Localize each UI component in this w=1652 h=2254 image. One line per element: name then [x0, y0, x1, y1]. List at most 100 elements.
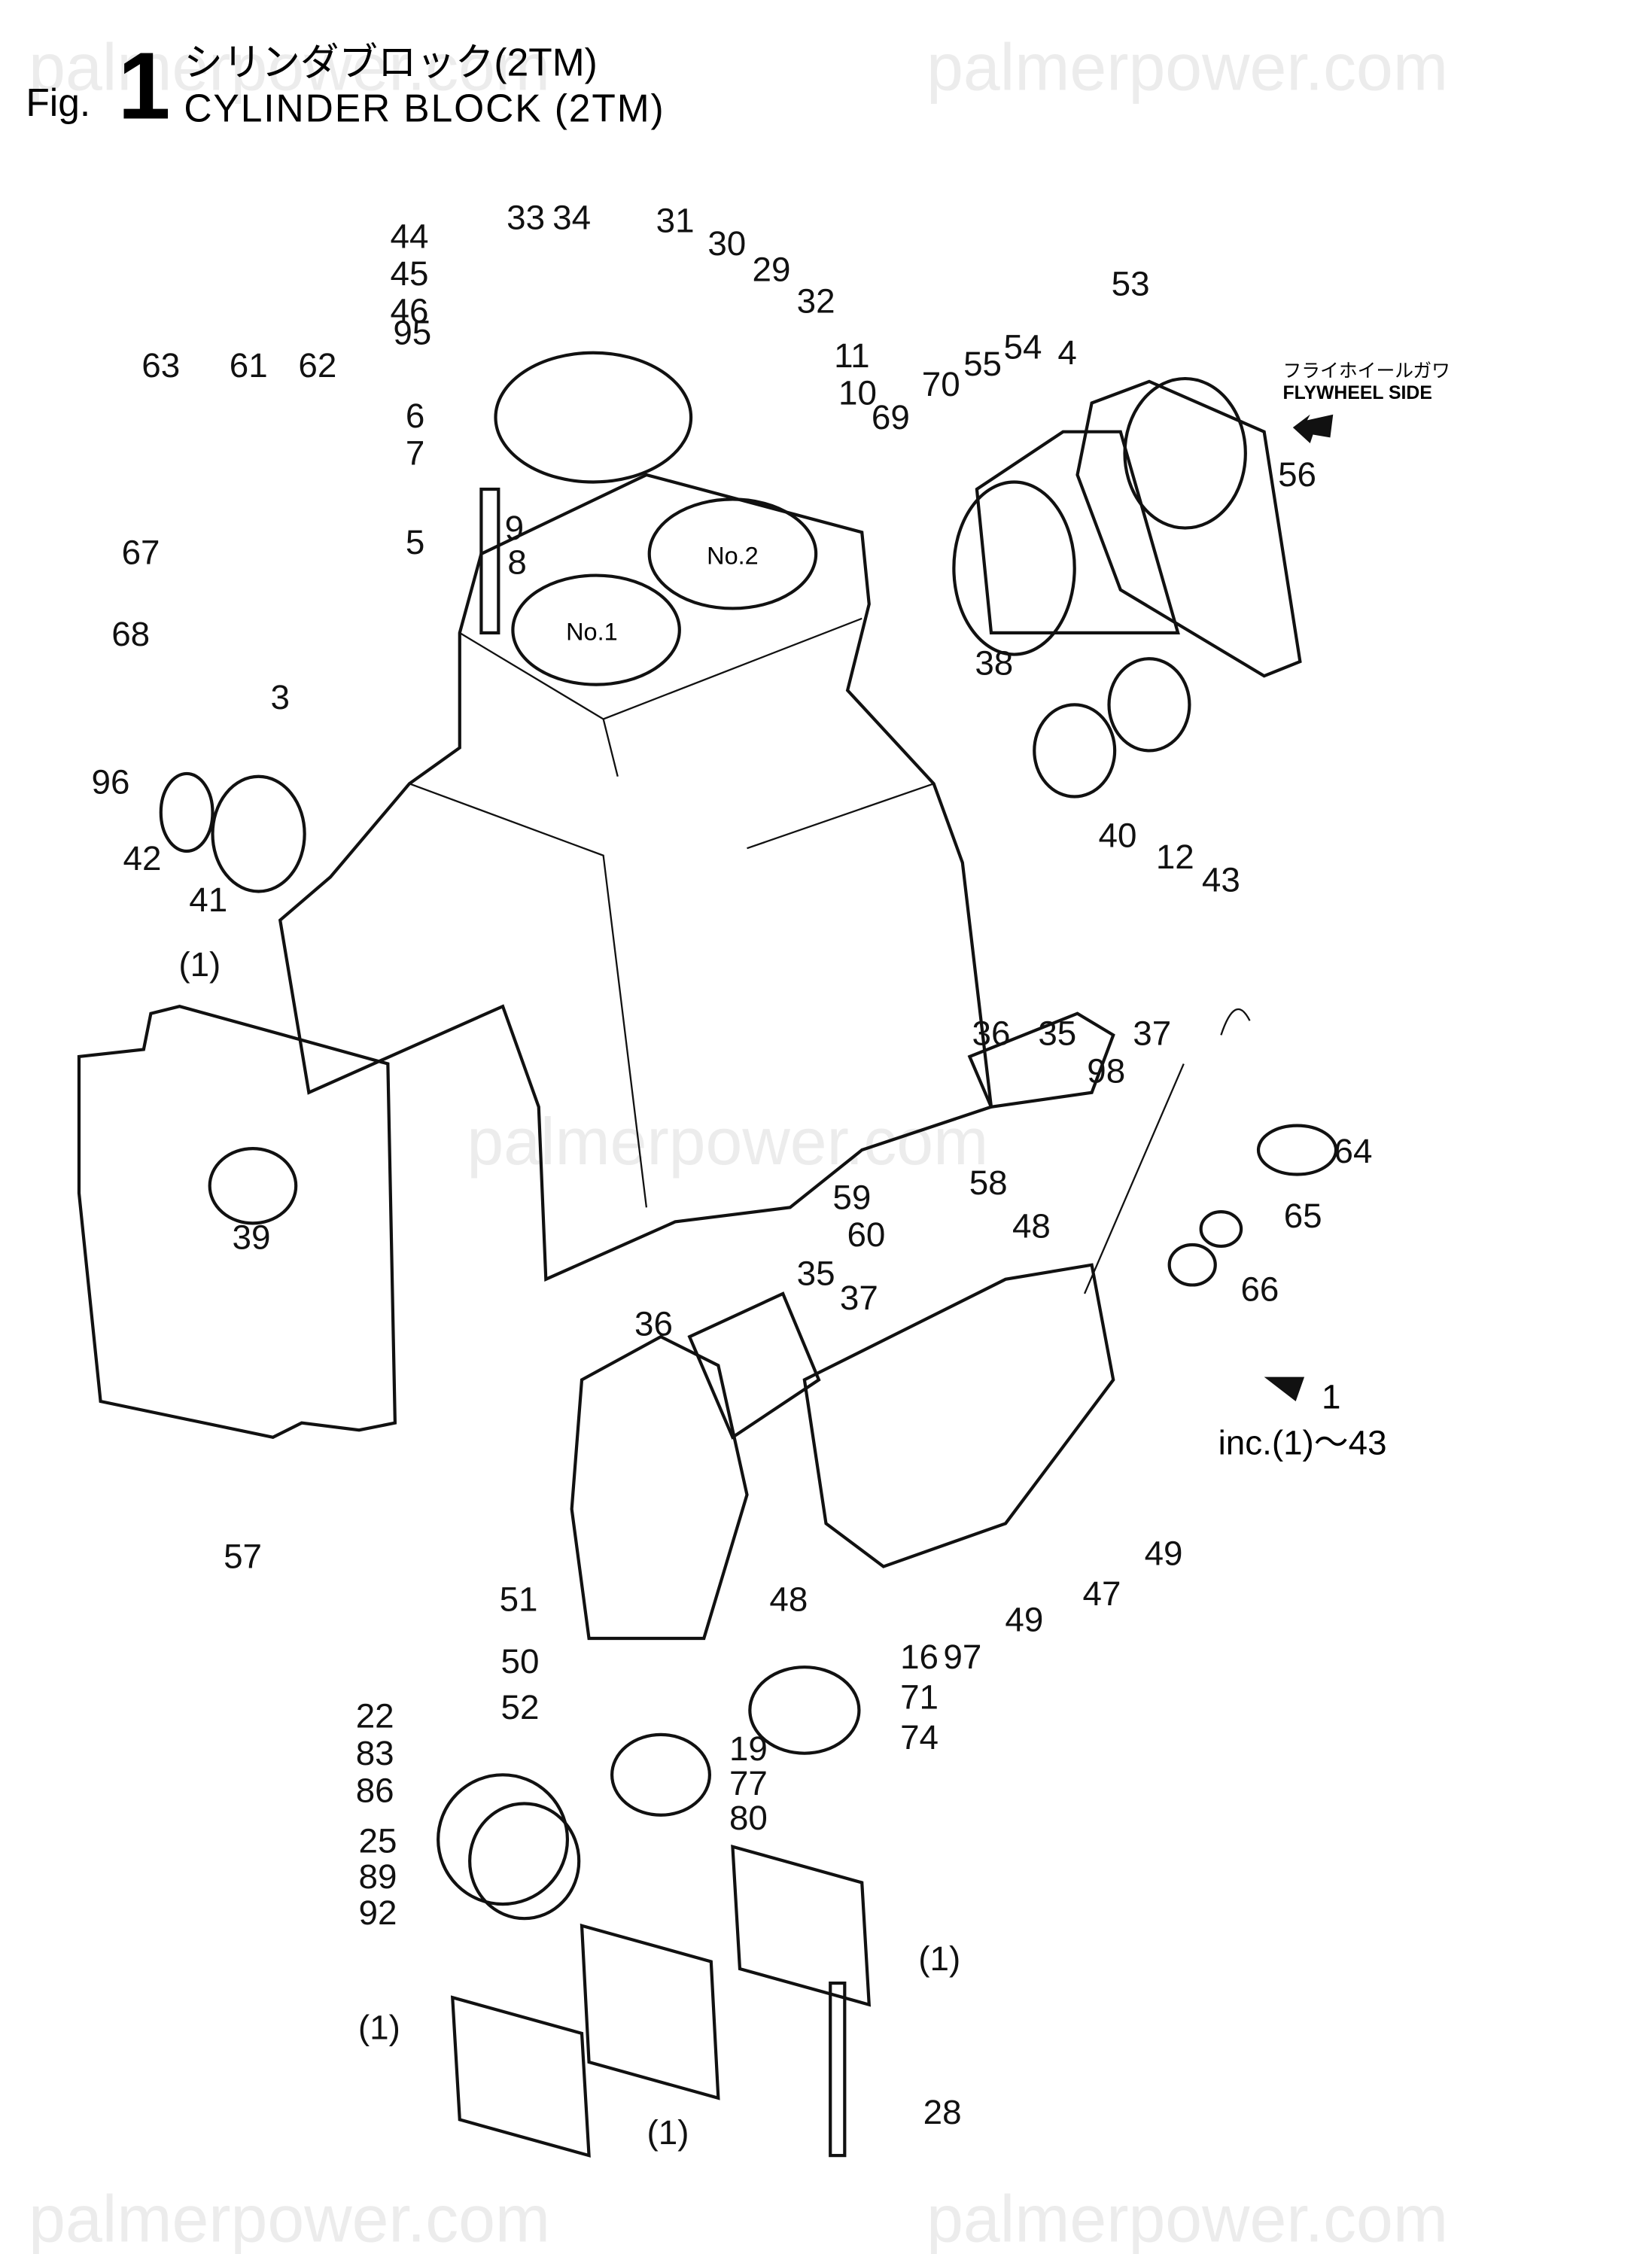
part-label: 36 — [634, 1304, 673, 1343]
part-label: 33 — [507, 199, 545, 237]
part-label: 3 — [270, 678, 289, 716]
watermarks: palmerpower.com palmerpower.com palmerpo… — [29, 30, 1448, 2254]
part-label: 68 — [111, 615, 150, 653]
part-label: 86 — [356, 1772, 394, 1810]
part-label: 47 — [1082, 1574, 1121, 1613]
part-label: 31 — [656, 201, 695, 239]
part-label: 60 — [847, 1215, 885, 1254]
part-label: 12 — [1156, 838, 1194, 876]
title-jp: シリンダブロック(2TM) — [184, 40, 597, 84]
bearing-cap-2 — [580, 1923, 720, 2100]
part-label: 59 — [832, 1178, 871, 1216]
part-label: 38 — [975, 643, 1013, 682]
head-gasket-ring — [494, 351, 693, 484]
part-label: 16 — [900, 1638, 939, 1676]
part-label: (1) — [358, 2009, 400, 2047]
part-label: 61 — [230, 346, 268, 385]
part-label: 57 — [224, 1537, 262, 1575]
part-label: 9 — [505, 509, 524, 547]
part-label: 22 — [356, 1696, 394, 1735]
part-label: 52 — [500, 1688, 539, 1726]
fig-prefix: Fig. — [26, 81, 90, 124]
part-label: 5 — [406, 523, 424, 561]
part-label: 80 — [729, 1799, 768, 1837]
arrow-icon — [1292, 414, 1334, 443]
title-en: CYLINDER BLOCK (2TM) — [184, 86, 665, 129]
part-label: 28 — [923, 2093, 962, 2131]
part-label: 58 — [969, 1164, 1008, 1202]
part-label: 89 — [359, 1857, 397, 1896]
part-label: 29 — [752, 250, 790, 288]
part-label: 48 — [1012, 1206, 1051, 1245]
part-label: 43 — [1202, 860, 1240, 899]
part-label: 41 — [189, 881, 227, 919]
part-label: 62 — [298, 346, 336, 385]
bearing-cap-3 — [450, 1995, 591, 2158]
part-label: 96 — [91, 763, 129, 802]
part-label: 32 — [797, 281, 835, 320]
cylinder-block — [278, 473, 993, 1282]
drawing: No.1 No.2 1 — [77, 351, 1387, 2158]
part-label: 71 — [900, 1678, 939, 1717]
watermark-bottom-right: palmerpower.com — [926, 2183, 1448, 2254]
part-label: 35 — [1038, 1014, 1076, 1053]
rear-gasket — [975, 430, 1180, 635]
part-label: 74 — [900, 1718, 939, 1757]
part-label: 67 — [122, 533, 160, 571]
cylinder-label-1: No.1 — [566, 618, 618, 645]
part-label: (1) — [918, 1939, 960, 1978]
part-label: 39 — [233, 1218, 271, 1257]
part-label: 98 — [1087, 1051, 1125, 1090]
front-plate-gasket — [77, 1004, 397, 1439]
part-label: 42 — [123, 839, 161, 878]
part-label: 70 — [922, 365, 960, 403]
part-label: 37 — [840, 1279, 878, 1317]
assembly-marker: 1 — [1322, 1378, 1340, 1416]
watermark-center: palmerpower.com — [467, 1105, 988, 1179]
triangle-down-icon — [1264, 1376, 1305, 1402]
part-label: 19 — [729, 1729, 768, 1768]
part-label: 92 — [359, 1894, 397, 1932]
title-block: Fig. 1 シリンダブロック(2TM) CYLINDER BLOCK (2TM… — [26, 33, 665, 139]
part-label: 35 — [797, 1254, 835, 1292]
rear-oil-seal-case — [1075, 379, 1302, 678]
part-label: 63 — [141, 346, 180, 385]
part-label: 45 — [391, 254, 429, 293]
stud-bolt — [479, 487, 500, 635]
flywheel-note-en: FLYWHEEL SIDE — [1282, 383, 1431, 403]
part-label: 49 — [1005, 1600, 1043, 1638]
part-label: (1) — [178, 945, 221, 984]
part-label: 11 — [834, 336, 870, 375]
bearing-cap-1 — [731, 1844, 872, 2007]
watermark-top-right: palmerpower.com — [926, 30, 1448, 104]
part-label: 4 — [1057, 333, 1076, 372]
part-label: 8 — [507, 543, 526, 582]
part-label: 77 — [729, 1764, 768, 1802]
cap-bolt — [829, 1981, 847, 2158]
watermark-top-left: palmerpower.com — [29, 30, 550, 104]
part-label: 69 — [872, 398, 910, 437]
part-label: 48 — [769, 1580, 808, 1619]
part-label: 50 — [500, 1642, 539, 1681]
cylinder-bore-1 — [511, 573, 681, 686]
fig-number: 1 — [118, 33, 171, 139]
part-label: 83 — [356, 1734, 394, 1772]
part-label: 49 — [1145, 1535, 1183, 1573]
part-label: 55 — [963, 345, 1002, 383]
part-label: 95 — [393, 313, 431, 351]
part-label: 25 — [359, 1821, 397, 1860]
part-label: 53 — [1112, 264, 1150, 303]
watermark-bottom-left: palmerpower.com — [29, 2183, 550, 2254]
flywheel-note: フライホイールガワ FLYWHEEL SIDE — [1282, 360, 1450, 443]
part-label: 36 — [972, 1014, 1011, 1053]
part-label: 44 — [391, 217, 429, 255]
part-label: 7 — [406, 434, 424, 473]
part-label: 34 — [552, 199, 591, 237]
part-label: 30 — [707, 224, 746, 263]
part-label: 6 — [406, 397, 424, 435]
assembly-includes: inc.(1)～43 — [1218, 1424, 1387, 1462]
part-label: 10 — [838, 373, 877, 412]
part-label: 54 — [1004, 327, 1042, 366]
